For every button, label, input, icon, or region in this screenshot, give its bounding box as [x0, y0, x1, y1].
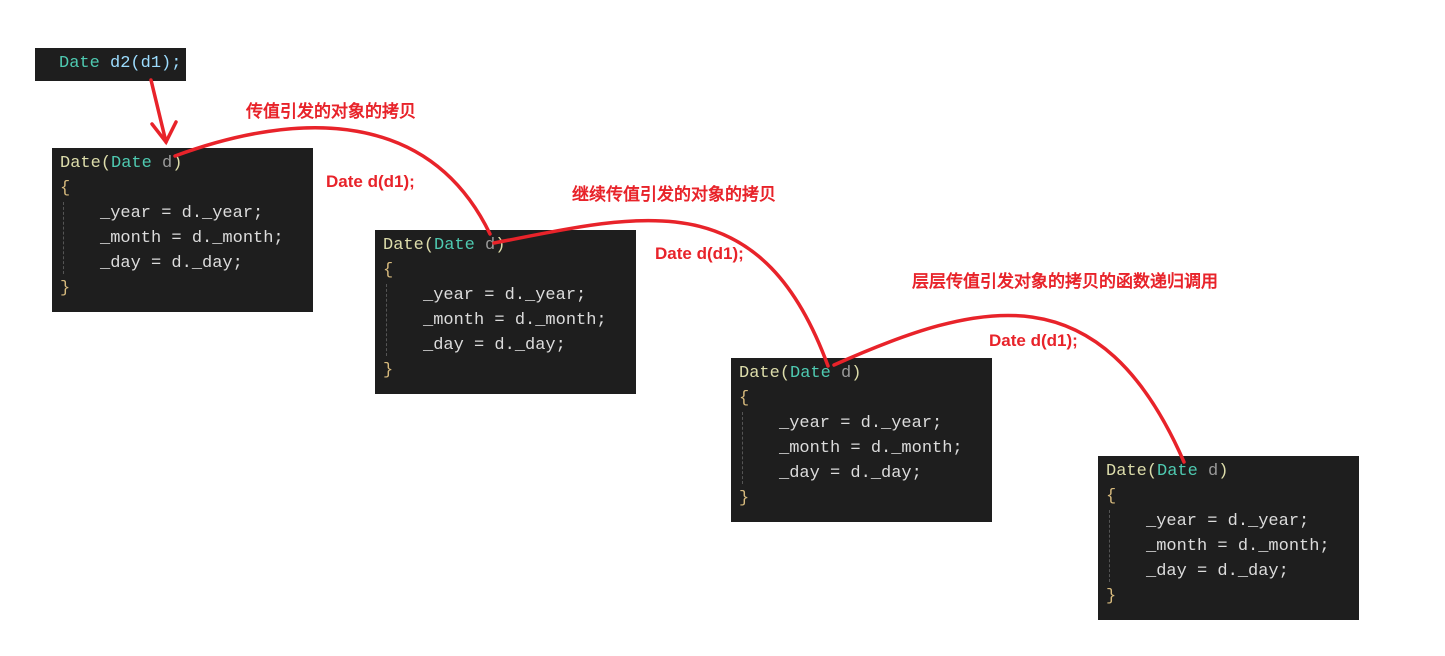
indent-guide	[63, 202, 64, 274]
close-brace: }	[383, 361, 394, 380]
code-line: _month = d._month;	[423, 311, 607, 330]
arrowhead	[150, 120, 178, 146]
code-line: _day = d._day;	[100, 254, 243, 273]
curve-2	[492, 218, 830, 368]
code-block: Date(Date d) { _year = d._year; _month = d.…	[375, 230, 636, 394]
signature: Date(Date d)	[383, 236, 506, 255]
code-line: _day = d._day;	[1146, 562, 1289, 581]
label-copy-2: 继续传值引发的对象的拷贝	[572, 185, 776, 204]
code-line: _day = d._day;	[423, 336, 566, 355]
open-brace: {	[383, 261, 394, 280]
signature: Date(Date d)	[1106, 462, 1229, 481]
call-snippet: Date d2(d1);	[35, 48, 186, 81]
signature: Date(Date d)	[739, 364, 862, 383]
code-line: _year = d._year;	[779, 414, 943, 433]
code-block: Date(Date d) { _year = d._year; _month = d.…	[731, 358, 992, 522]
label-call-1: Date d(d1);	[326, 172, 415, 191]
arrow-call	[149, 78, 168, 144]
curve-1	[173, 126, 492, 236]
indent-guide	[386, 284, 387, 356]
label-copy-1: 传值引发的对象的拷贝	[246, 102, 416, 121]
code-line: _year = d._year;	[423, 286, 587, 305]
open-brace: {	[60, 179, 71, 198]
code-line: _month = d._month;	[100, 229, 284, 248]
open-brace: {	[739, 389, 750, 408]
code-block: Date(Date d) { _year = d._year; _month = d.…	[1098, 456, 1359, 620]
code-line: _month = d._month;	[779, 439, 963, 458]
code-line: _year = d._year;	[1146, 512, 1310, 531]
open-brace: {	[1106, 487, 1117, 506]
label-call-3: Date d(d1);	[989, 331, 1078, 350]
label-call-2: Date d(d1);	[655, 244, 744, 263]
code-line: _day = d._day;	[779, 464, 922, 483]
signature: Date(Date d)	[60, 154, 183, 173]
curve-3	[832, 313, 1186, 464]
code-line: _month = d._month;	[1146, 537, 1330, 556]
close-brace: }	[60, 279, 71, 298]
code-block: Date(Date d) { _year = d._year; _month = d.…	[52, 148, 313, 312]
code-line: _year = d._year;	[100, 204, 264, 223]
close-brace: }	[739, 489, 750, 508]
indent-guide	[1109, 510, 1110, 582]
label-copy-3: 层层传值引发对象的拷贝的函数递归调用	[912, 272, 1218, 291]
close-brace: }	[1106, 587, 1117, 606]
indent-guide	[742, 412, 743, 484]
